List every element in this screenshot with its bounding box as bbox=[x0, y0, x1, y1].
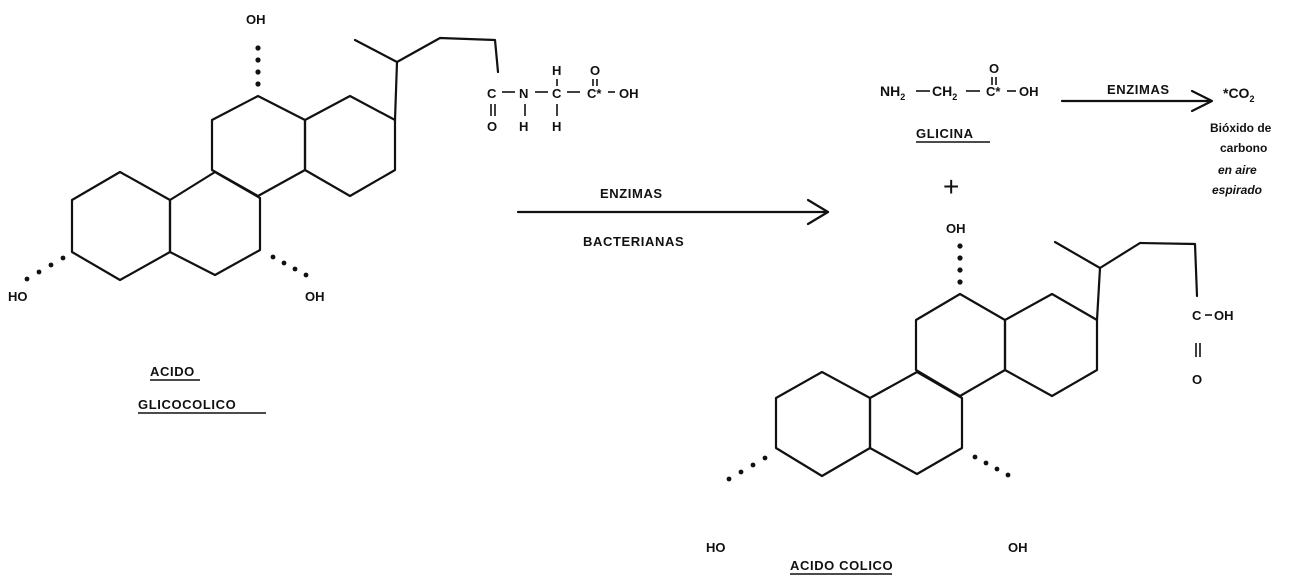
methylene-hydrogen-top-label: H bbox=[552, 63, 561, 78]
hydroxyl-top-label: OH bbox=[946, 221, 966, 236]
glycine-labeled-carbon-label: C* bbox=[986, 84, 1001, 99]
steroid-rings bbox=[774, 292, 1099, 478]
glycine-hydroxyl-label: OH bbox=[1019, 84, 1039, 99]
glycine-structure: NH2 CH2 O C* OH GLICINA bbox=[880, 61, 1039, 143]
methylene-hydrogen-bottom-label: H bbox=[552, 119, 561, 134]
carboxyl-oxygen-label: O bbox=[1192, 372, 1202, 387]
hydroxyl-left-dotted-bond bbox=[726, 455, 768, 482]
ring-c bbox=[210, 94, 307, 198]
carboxyl-oxygen-top-label: O bbox=[590, 63, 600, 78]
cholic-acid-structure: OH HO OH C OH O ACIDO COLICO bbox=[706, 221, 1234, 575]
glycocholic-name-line2: GLICOCOLICO bbox=[138, 397, 236, 412]
steroid-rings bbox=[70, 94, 397, 282]
co2-desc-line4: espirado bbox=[1212, 183, 1262, 197]
ring-a bbox=[70, 170, 172, 282]
carboxyl-hydroxyl-label: OH bbox=[1214, 308, 1234, 323]
hydroxyl-top-label: OH bbox=[246, 12, 266, 27]
glycocholic-acid-structure: OH HO OH C O N H H C H O C* OH bbox=[8, 12, 639, 414]
amide-nitrogen-hydrogen-label: H bbox=[519, 119, 528, 134]
glycine-carbonyl-oxygen-label: O bbox=[989, 61, 999, 76]
main-reaction-arrow: ENZIMAS BACTERIANAS bbox=[516, 186, 830, 249]
carboxyl-hydroxyl-label: OH bbox=[619, 86, 639, 101]
arrow-bottom-label: BACTERIANAS bbox=[583, 234, 684, 249]
methylene-carbon-label: C bbox=[552, 86, 562, 101]
ring-a bbox=[774, 370, 872, 478]
co2-branch: ENZIMAS *CO2 Bióxido de carbono en aire … bbox=[1060, 82, 1272, 197]
hydroxyl-right-dotted-bond bbox=[270, 254, 309, 278]
hydroxyl-right-label: OH bbox=[1008, 540, 1028, 555]
co2-formula: *CO2 bbox=[1223, 85, 1254, 104]
ring-b bbox=[868, 370, 964, 476]
amide-oxygen-label: O bbox=[487, 119, 497, 134]
methylene-group-label: CH2 bbox=[932, 83, 957, 102]
carboxyl-group: C OH O bbox=[1192, 308, 1234, 387]
side-chain-extension bbox=[1098, 241, 1199, 298]
hydroxyl-right-dotted-bond bbox=[972, 454, 1011, 478]
arrow-top-label: ENZIMAS bbox=[600, 186, 663, 201]
hydroxyl-left-label: HO bbox=[8, 289, 28, 304]
hydroxyl-right-label: OH bbox=[305, 289, 325, 304]
hydroxyl-top-dotted-bond bbox=[957, 243, 963, 285]
co2-desc-line3: en aire bbox=[1218, 163, 1257, 177]
glycine-name: GLICINA bbox=[916, 126, 974, 141]
cholic-name: ACIDO COLICO bbox=[790, 558, 893, 573]
plus-sign: + bbox=[943, 171, 959, 202]
ring-b bbox=[168, 170, 262, 277]
glycine-conjugate: C O N H H C H O C* OH bbox=[487, 63, 639, 134]
ring-d bbox=[303, 94, 397, 198]
carboxyl-carbon-label: C bbox=[1192, 308, 1202, 323]
glycocholic-name-line1: ACIDO bbox=[150, 364, 195, 379]
amide-carbon-label: C bbox=[487, 86, 497, 101]
hydroxyl-left-label: HO bbox=[706, 540, 726, 555]
side-chain-extension bbox=[395, 36, 500, 74]
ring-d bbox=[1003, 292, 1099, 398]
co2-desc-line2: carbono bbox=[1220, 141, 1267, 155]
side-chain bbox=[353, 38, 399, 122]
co2-arrow-label: ENZIMAS bbox=[1107, 82, 1170, 97]
labeled-carbon-label: C* bbox=[587, 86, 602, 101]
amino-group-label: NH2 bbox=[880, 83, 905, 102]
hydroxyl-left-dotted-bond bbox=[24, 255, 66, 282]
co2-desc-line1: Bióxido de bbox=[1210, 121, 1272, 135]
hydroxyl-top-dotted-bond bbox=[255, 45, 261, 87]
ring-c bbox=[914, 292, 1007, 398]
amide-nitrogen-label: N bbox=[519, 86, 528, 101]
